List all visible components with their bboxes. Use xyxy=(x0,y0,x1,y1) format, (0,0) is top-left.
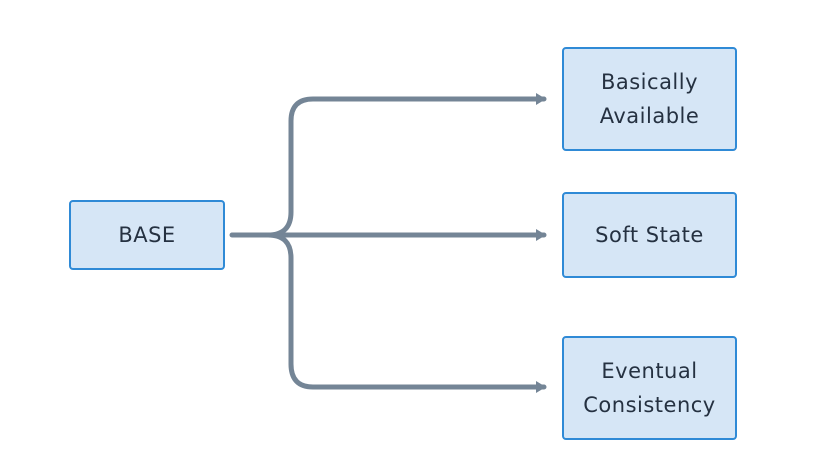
node-basically-available-label: Basically Available xyxy=(599,70,700,128)
node-base: BASE xyxy=(69,200,225,270)
node-base-label: BASE xyxy=(118,223,176,247)
connector-eventual-consistency xyxy=(265,232,547,393)
node-soft-state-label: Soft State xyxy=(595,223,704,247)
node-soft-state: Soft State xyxy=(562,192,737,278)
node-eventual-consistency-label: Eventual Consistency xyxy=(583,359,716,417)
connector-basically-available xyxy=(265,93,547,238)
node-basically-available: Basically Available xyxy=(562,47,737,151)
node-eventual-consistency: Eventual Consistency xyxy=(562,336,737,440)
